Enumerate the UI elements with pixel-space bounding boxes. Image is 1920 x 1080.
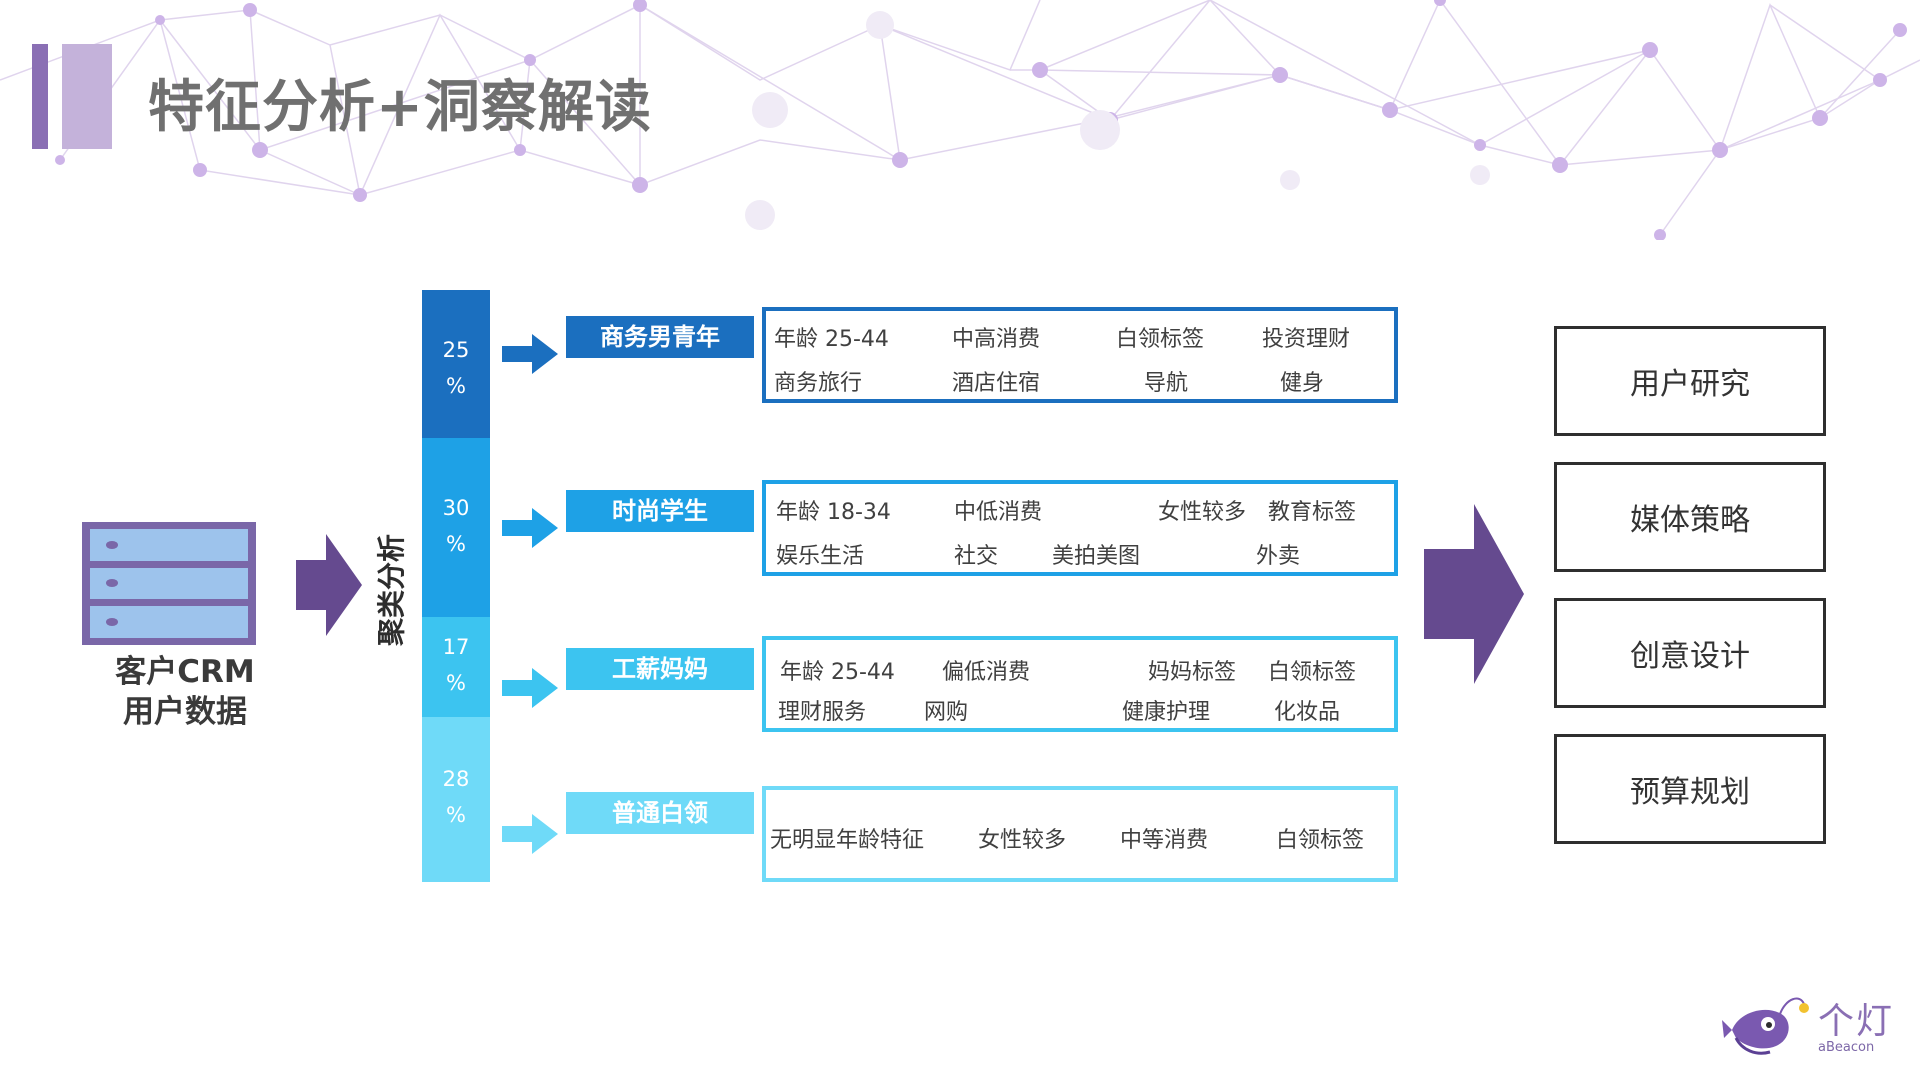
segment-label-business-men: 商务男青年	[566, 316, 754, 358]
percent-sign: %	[446, 374, 466, 398]
tag: 女性较多	[978, 828, 1067, 853]
segment-tags-box: 年龄 25-44 中高消费 白领标签 投资理财 商务旅行 酒店住宿 导航 健身	[762, 307, 1398, 403]
output-user-research: 用户研究	[1554, 326, 1826, 436]
tag: 外卖	[1256, 544, 1301, 569]
tag: 中高消费	[952, 327, 1041, 352]
tag: 酒店住宿	[952, 371, 1041, 396]
percent-block: 30 %	[422, 438, 490, 617]
percent-block: 17 %	[422, 617, 490, 717]
flow-arrow-right-icon	[296, 534, 362, 636]
percent-value: 30	[442, 496, 470, 520]
source-label: 客户CRM 用户数据	[80, 652, 290, 732]
tag: 女性较多	[1158, 500, 1247, 525]
output-media-strategy: 媒体策略	[1554, 462, 1826, 572]
flow-arrow-right-icon	[1424, 504, 1524, 684]
tag: 白领标签	[1268, 660, 1357, 685]
percent-value: 25	[442, 338, 470, 362]
tag: 年龄 18-34	[776, 500, 891, 525]
tag: 偏低消费	[942, 660, 1031, 685]
tag: 美拍美图	[1052, 544, 1141, 569]
tag: 娱乐生活	[776, 544, 865, 569]
tag: 理财服务	[778, 700, 867, 725]
source-label-line1: 客户CRM	[115, 654, 255, 690]
tag: 化妆品	[1274, 700, 1341, 725]
segment-arrow-icon	[502, 668, 558, 708]
brand-logo-subtext: aBeacon	[1818, 1040, 1875, 1055]
tag: 网购	[924, 700, 969, 725]
tag: 导航	[1144, 371, 1189, 396]
brand-logo-text: 个灯	[1818, 1001, 1895, 1042]
tag: 中等消费	[1120, 828, 1209, 853]
network-background	[0, 0, 1920, 240]
tag: 中低消费	[954, 500, 1043, 525]
output-budget-planning: 预算规划	[1554, 734, 1826, 844]
segment-label-white-collar: 普通白领	[566, 792, 754, 834]
cluster-analysis-label: 聚类分析	[375, 533, 409, 647]
source-label-line2: 用户数据	[123, 694, 247, 730]
tag: 年龄 25-44	[774, 327, 889, 352]
output-creative-design: 创意设计	[1554, 598, 1826, 708]
tag: 健康护理	[1122, 700, 1211, 725]
segment-arrow-icon	[502, 814, 558, 854]
tag: 白领标签	[1276, 828, 1365, 853]
tag: 商务旅行	[774, 371, 863, 396]
tag: 健身	[1280, 371, 1325, 396]
percent-block: 25 %	[422, 290, 490, 438]
segment-tags-box: 年龄 25-44 偏低消费 妈妈标签 白领标签 理财服务 网购 健康护理 化妆品	[762, 636, 1398, 732]
server-database-icon	[82, 522, 256, 645]
percent-value: 17	[442, 635, 470, 659]
tag: 无明显年龄特征	[770, 828, 925, 853]
title-accent-bar-light	[62, 44, 112, 149]
segment-arrow-icon	[502, 508, 558, 548]
segment-label-working-moms: 工薪妈妈	[566, 648, 754, 690]
segment-label-students: 时尚学生	[566, 490, 754, 532]
tag: 教育标签	[1268, 500, 1357, 525]
percent-sign: %	[446, 532, 466, 556]
tag: 妈妈标签	[1148, 660, 1237, 685]
tag: 社交	[954, 544, 999, 569]
tag: 白领标签	[1116, 327, 1205, 352]
percent-sign: %	[446, 671, 466, 695]
title-accent-bar-dark	[32, 44, 48, 149]
segment-tags-box: 年龄 18-34 中低消费 女性较多 教育标签 娱乐生活 社交 美拍美图 外卖	[762, 480, 1398, 576]
page-title: 特征分析+洞察解读	[148, 75, 652, 140]
segment-tags-box: 无明显年龄特征 女性较多 中等消费 白领标签	[762, 786, 1398, 882]
percent-value: 28	[442, 767, 470, 791]
tag: 投资理财	[1262, 327, 1351, 352]
segment-arrow-icon	[502, 334, 558, 374]
tag: 年龄 25-44	[780, 660, 895, 685]
percent-sign: %	[446, 803, 466, 827]
anglerfish-logo-icon	[1722, 997, 1809, 1055]
percent-block: 28 %	[422, 717, 490, 882]
